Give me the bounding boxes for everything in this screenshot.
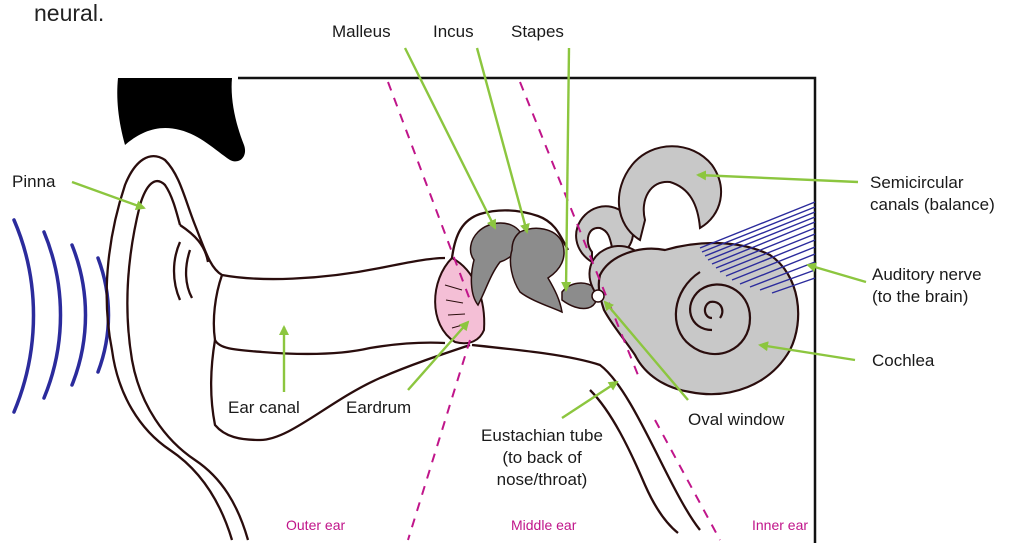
sound-waves bbox=[14, 220, 109, 412]
label-eustachian-line2: (to back of bbox=[458, 448, 626, 468]
label-stapes: Stapes bbox=[511, 22, 564, 42]
label-oval-window: Oval window bbox=[688, 410, 784, 430]
label-eardrum: Eardrum bbox=[346, 398, 411, 418]
arrow-stapes bbox=[566, 48, 569, 290]
label-eustachian-line1: Eustachian tube bbox=[458, 426, 626, 446]
top-text: neural. bbox=[34, 0, 104, 27]
label-ear-canal: Ear canal bbox=[228, 398, 300, 418]
label-eustachian-line3: nose/throat) bbox=[458, 470, 626, 490]
arrow-malleus bbox=[405, 48, 495, 228]
incus-bone bbox=[510, 228, 564, 312]
hair-shape bbox=[117, 78, 245, 161]
arrow-auditory bbox=[808, 265, 866, 282]
label-pinna: Pinna bbox=[12, 172, 55, 192]
arrow-pinna bbox=[72, 182, 144, 208]
label-semicircular-line1: Semicircular bbox=[870, 173, 964, 193]
region-middle-ear: Middle ear bbox=[511, 517, 576, 533]
label-semicircular-line2: canals (balance) bbox=[870, 195, 995, 215]
label-incus: Incus bbox=[433, 22, 474, 42]
label-auditory-line1: Auditory nerve bbox=[872, 265, 982, 285]
arrow-semicircular bbox=[698, 175, 858, 182]
label-auditory-line2: (to the brain) bbox=[872, 287, 968, 307]
label-cochlea: Cochlea bbox=[872, 351, 934, 371]
label-malleus: Malleus bbox=[332, 22, 391, 42]
outer-ear-outline bbox=[107, 156, 470, 540]
region-inner-ear: Inner ear bbox=[752, 517, 808, 533]
oval-window-marker bbox=[592, 290, 604, 302]
arrow-eardrum bbox=[408, 322, 468, 390]
region-outer-ear: Outer ear bbox=[286, 517, 345, 533]
